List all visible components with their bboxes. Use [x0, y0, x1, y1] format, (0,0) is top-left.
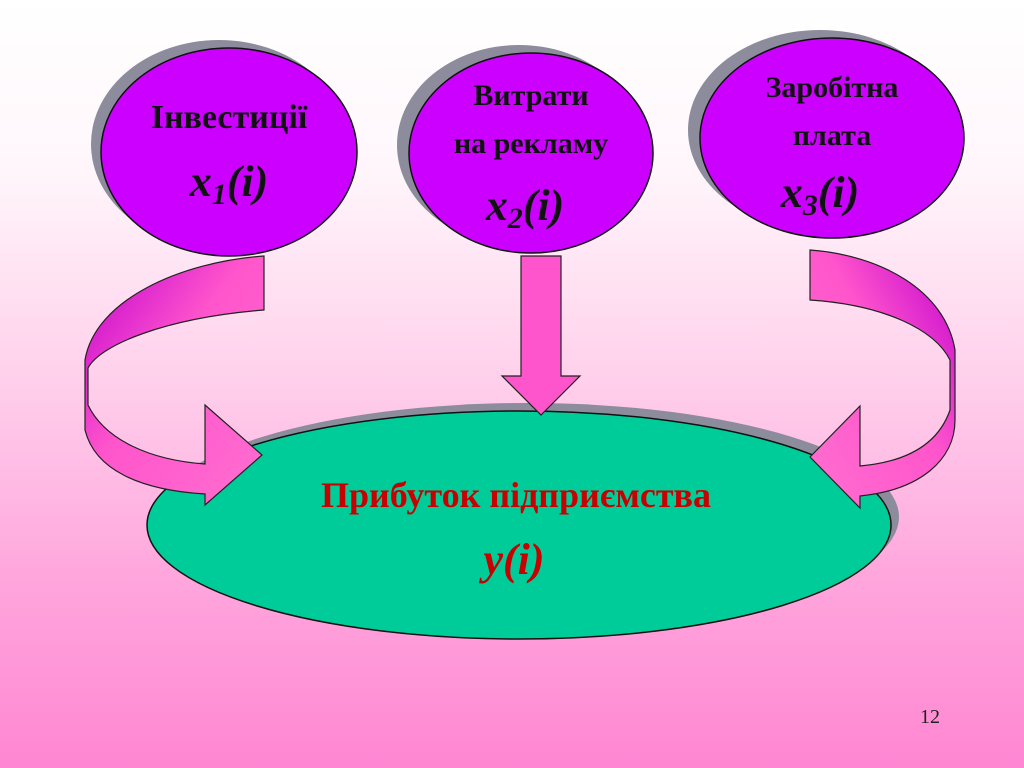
center-down-arrow: [500, 255, 582, 416]
salary-variable: x3(i): [780, 168, 860, 222]
salary-title-line2: плата: [793, 119, 871, 152]
profit-ellipse: Прибуток підприємства y(i): [146, 403, 899, 640]
slide-number: 12: [920, 706, 940, 728]
right-curved-arrow: [809, 249, 956, 510]
profit-formula: y(i): [478, 535, 544, 584]
advertising-title-line1: Витрати: [473, 79, 588, 112]
salary-title-line1: Заробітна: [766, 71, 899, 104]
advertising-variable: x2(i): [485, 181, 565, 235]
investments-bubble: Інвестиції x1(i): [91, 40, 358, 257]
investments-variable: x1(i): [189, 157, 269, 211]
left-curved-arrow: [84, 255, 265, 507]
advertising-bubble: Витрати на рекламу x2(i): [397, 45, 654, 254]
salary-bubble: Заробітна плата x3(i): [688, 30, 965, 239]
profit-title: Прибуток підприємства: [321, 475, 711, 515]
investments-title: Інвестиції: [151, 99, 308, 136]
advertising-title-line2: на рекламу: [454, 127, 608, 160]
